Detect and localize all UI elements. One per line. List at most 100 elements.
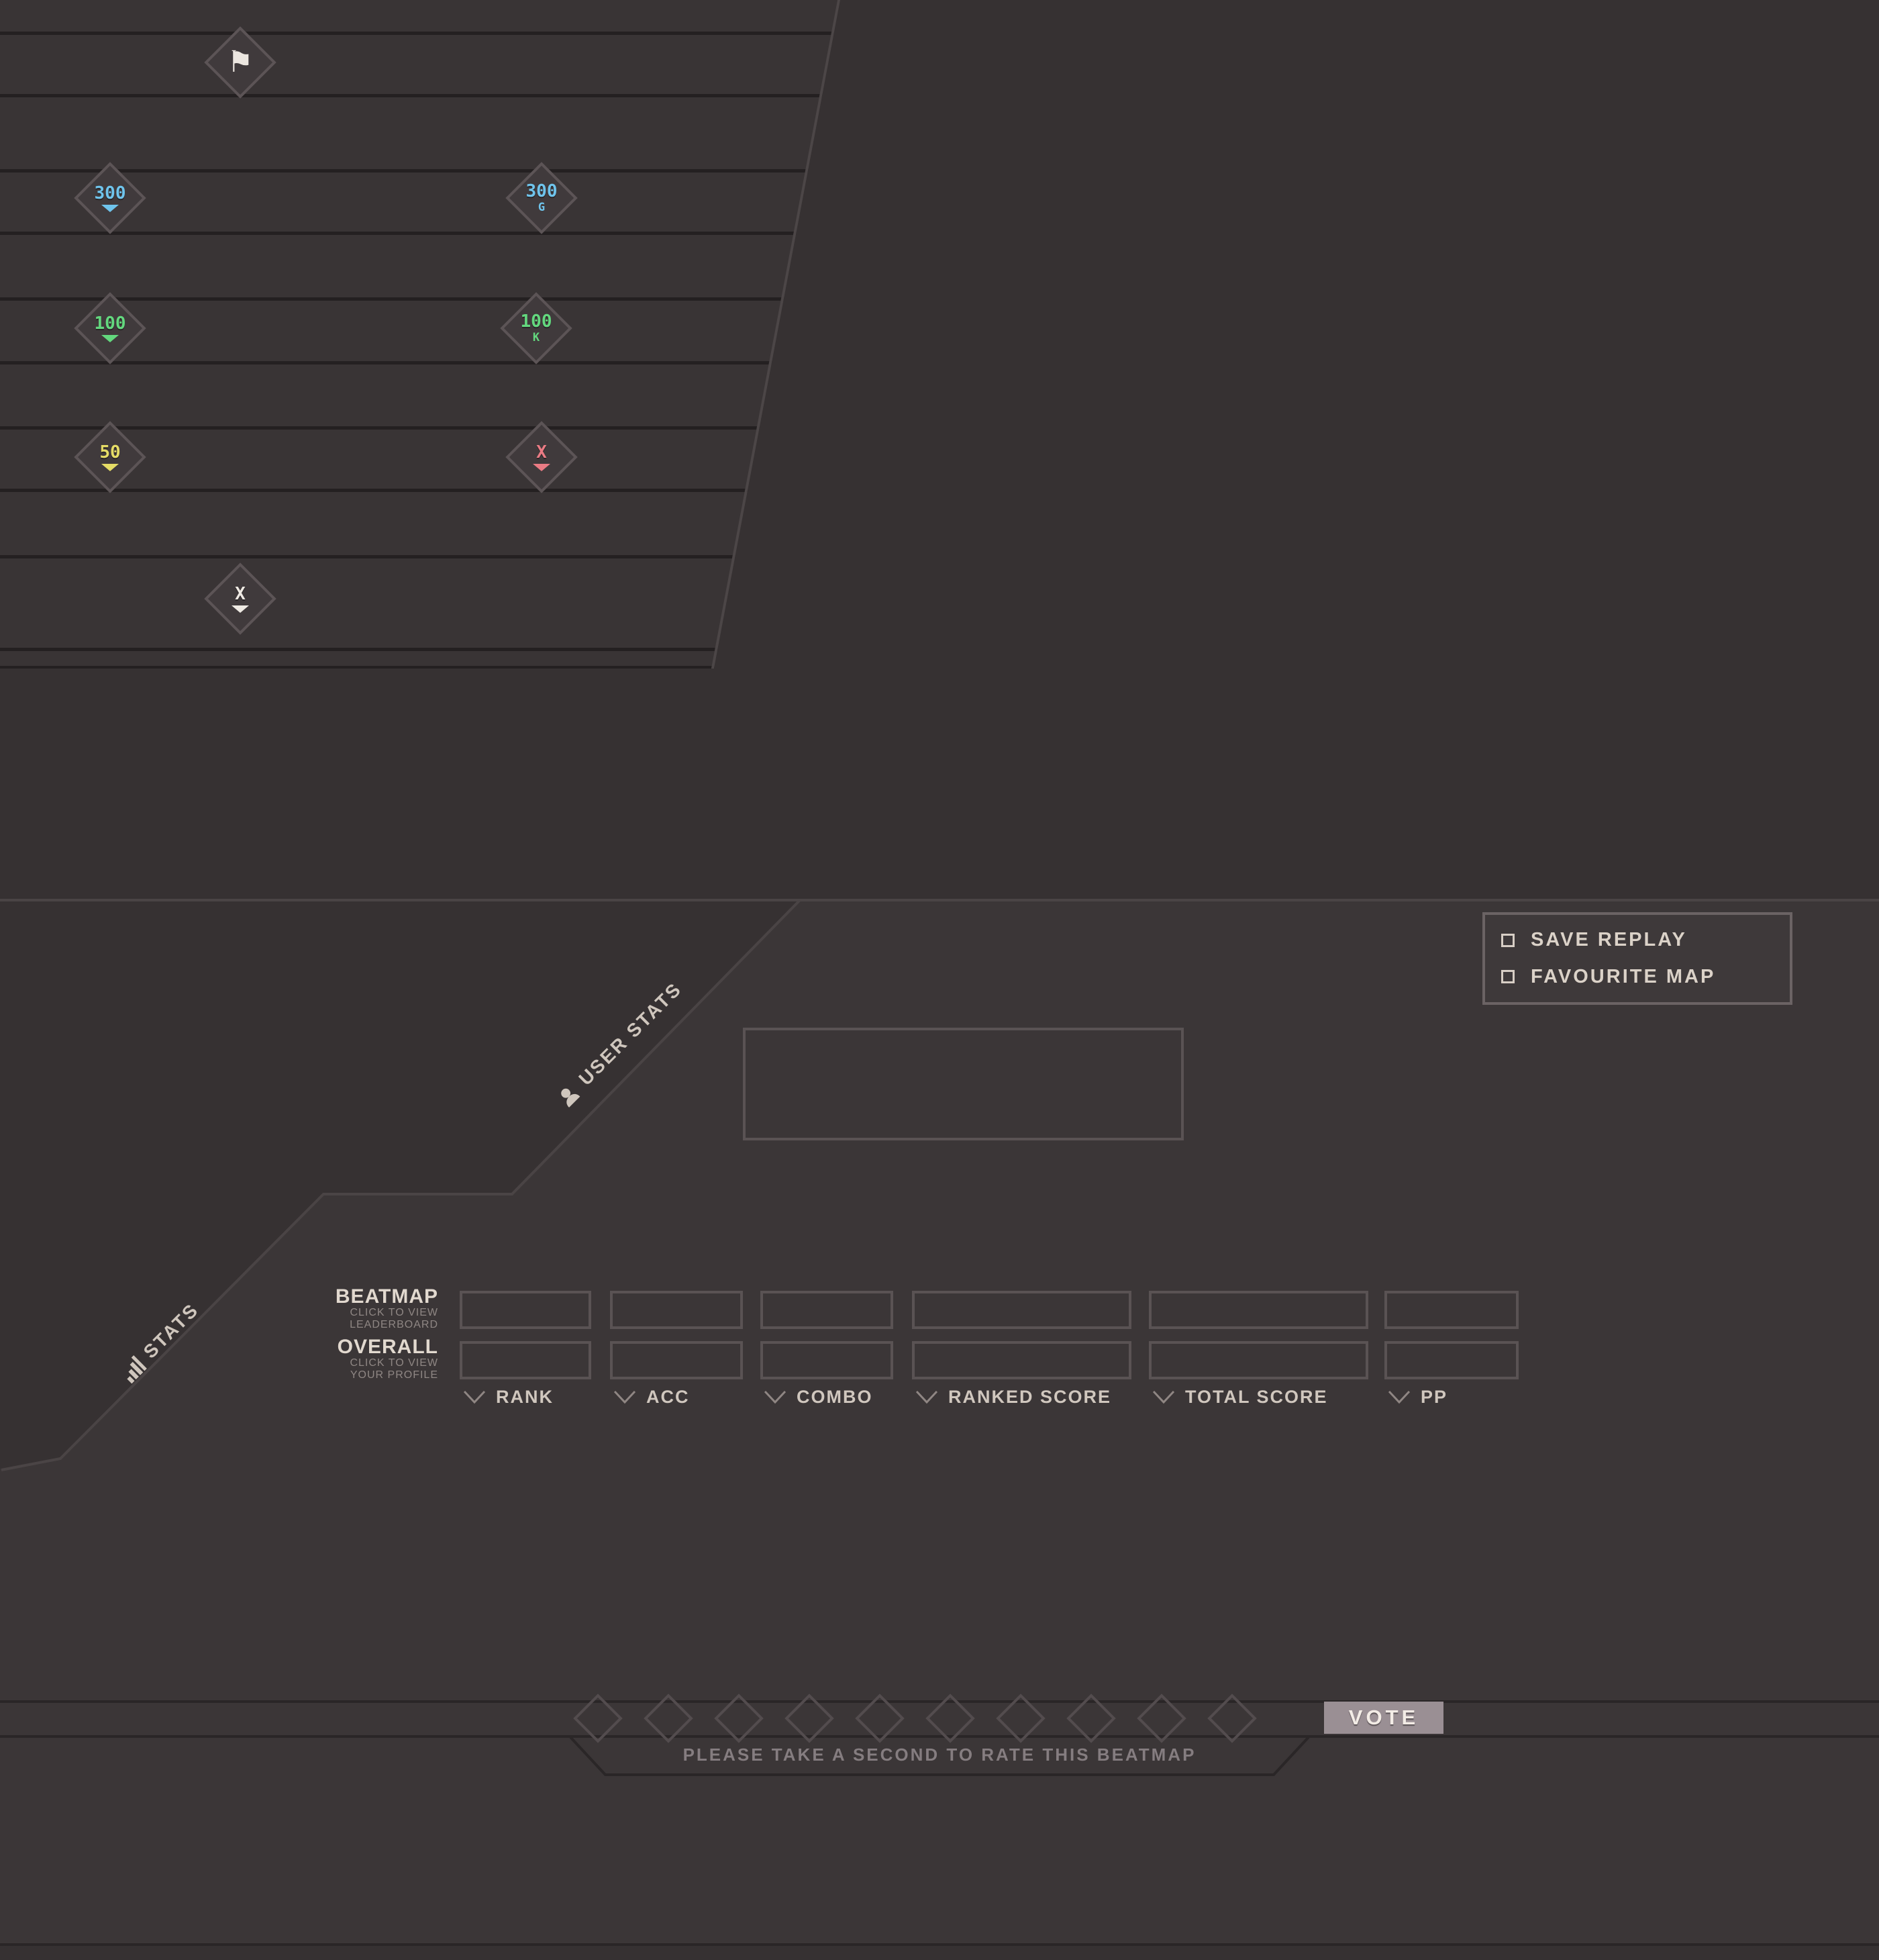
- row-divider: [0, 94, 840, 97]
- row-divider: [0, 648, 840, 651]
- column-header-acc[interactable]: ACC: [610, 1383, 743, 1410]
- stat-box: [912, 1291, 1131, 1329]
- replay-actions-box: SAVE REPLAY FAVOURITE MAP: [1482, 912, 1792, 1005]
- panel-bottom-strip: [0, 1946, 1879, 1960]
- row-divider: [0, 666, 840, 669]
- geki-label: 300: [525, 181, 558, 201]
- combo-x-label: X: [235, 583, 246, 604]
- hit100-label: 100: [94, 313, 126, 334]
- rating-diamond[interactable]: [925, 1694, 975, 1743]
- hit50-triangle: [101, 463, 119, 471]
- katu-sub-label: K: [532, 331, 540, 344]
- katu-icon: 100 K: [500, 292, 572, 364]
- row-divider: [0, 426, 840, 430]
- combo-x-icon: X: [204, 562, 276, 635]
- panel-slant-edge: [711, 0, 840, 669]
- column-label: TOTAL SCORE: [1185, 1386, 1328, 1407]
- save-replay-checkbox-icon: [1501, 933, 1515, 947]
- hit300-triangle: [101, 204, 119, 212]
- row-divider: [0, 297, 840, 301]
- row-divider: [0, 32, 840, 35]
- stat-box: [610, 1291, 743, 1329]
- hit100-triangle: [101, 334, 119, 342]
- overall-title: OVERALL: [337, 1336, 438, 1358]
- save-replay-button[interactable]: SAVE REPLAY: [1485, 929, 1790, 951]
- stat-box: [760, 1291, 893, 1329]
- panel-bottom-border: [0, 1943, 1879, 1946]
- chevron-down-icon: [1388, 1390, 1411, 1404]
- detail-box: [743, 1028, 1184, 1140]
- stat-box: [460, 1341, 591, 1379]
- column-label: PP: [1421, 1386, 1448, 1407]
- stat-box: [1149, 1291, 1368, 1329]
- column-label: RANK: [496, 1386, 554, 1407]
- column-header-combo[interactable]: COMBO: [760, 1383, 893, 1410]
- row-divider: [0, 232, 840, 235]
- person-icon: [561, 1088, 580, 1108]
- panel-top-border: [0, 899, 1879, 901]
- flag-glyph: ⚑: [227, 46, 254, 79]
- flag-icon: ⚑: [204, 26, 276, 99]
- row-divider: [0, 169, 840, 173]
- miss-label: X: [536, 442, 547, 462]
- combo-x-triangle: [232, 605, 249, 613]
- user-stats-section-label: USER STATS: [554, 978, 686, 1110]
- rating-diamond[interactable]: [573, 1694, 623, 1743]
- save-replay-label: SAVE REPLAY: [1531, 929, 1687, 951]
- rating-diamond[interactable]: [1066, 1694, 1116, 1743]
- stat-box: [1384, 1291, 1519, 1329]
- geki-icon: 300 G: [505, 162, 578, 234]
- rating-diamond[interactable]: [714, 1694, 764, 1743]
- overall-sub-line1: CLICK TO VIEW: [350, 1357, 438, 1369]
- stat-box: [610, 1341, 743, 1379]
- beatmap-title: BEATMAP: [335, 1285, 438, 1308]
- miss-icon: X: [505, 421, 578, 493]
- geki-sub-label: G: [538, 201, 546, 214]
- rating-diamond[interactable]: [1137, 1694, 1186, 1743]
- vote-button[interactable]: VOTE: [1324, 1702, 1443, 1734]
- favourite-map-button[interactable]: FAVOURITE MAP: [1485, 966, 1790, 988]
- stat-box: [760, 1341, 893, 1379]
- hit100-icon: 100: [74, 292, 146, 364]
- hit300-label: 300: [94, 183, 126, 203]
- beatmap-row-label[interactable]: BEATMAP CLICK TO VIEW LEADERBOARD: [264, 1287, 438, 1331]
- stat-box: [1384, 1341, 1519, 1379]
- column-label: COMBO: [797, 1386, 873, 1407]
- stat-box: [912, 1341, 1131, 1379]
- chevron-down-icon: [764, 1390, 786, 1404]
- rating-diamond[interactable]: [855, 1694, 905, 1743]
- column-header-pp[interactable]: PP: [1384, 1383, 1519, 1410]
- row-divider: [0, 361, 840, 364]
- chevron-down-icon: [613, 1390, 636, 1404]
- rating-prompt: PLEASE TAKE A SECOND TO RATE THIS BEATMA…: [682, 1745, 1197, 1765]
- rating-diamond[interactable]: [644, 1694, 693, 1743]
- beatmap-sub-line1: CLICK TO VIEW: [350, 1307, 438, 1318]
- column-header-ranked-score[interactable]: RANKED SCORE: [912, 1383, 1131, 1410]
- chevron-down-icon: [1152, 1390, 1175, 1404]
- hit50-icon: 50: [74, 421, 146, 493]
- chevron-down-icon: [463, 1390, 486, 1404]
- overall-sub-line2: YOUR PROFILE: [350, 1369, 438, 1381]
- column-label: ACC: [646, 1386, 690, 1407]
- chevron-down-icon: [915, 1390, 938, 1404]
- stats-section-label: STATS: [117, 1299, 203, 1385]
- column-header-rank[interactable]: RANK: [460, 1383, 591, 1410]
- rating-band-top-border: [0, 1700, 1879, 1703]
- bar-chart-icon: [127, 1355, 147, 1384]
- rating-diamond[interactable]: [784, 1694, 834, 1743]
- overall-row-label[interactable]: OVERALL CLICK TO VIEW YOUR PROFILE: [264, 1337, 438, 1381]
- column-header-total-score[interactable]: TOTAL SCORE: [1149, 1383, 1368, 1410]
- hit300-icon: 300: [74, 162, 146, 234]
- stat-box: [460, 1291, 591, 1329]
- rating-diamond[interactable]: [1207, 1694, 1257, 1743]
- row-divider: [0, 555, 840, 558]
- katu-label: 100: [520, 311, 552, 332]
- rating-diamond[interactable]: [996, 1694, 1046, 1743]
- row-divider: [0, 489, 840, 492]
- rating-diamonds: [573, 1694, 1257, 1743]
- favourite-map-checkbox-icon: [1501, 970, 1515, 984]
- miss-triangle: [533, 463, 550, 471]
- stat-box: [1149, 1341, 1368, 1379]
- stats-panel: SAVE REPLAY FAVOURITE MAP USER STATS STA…: [0, 899, 1879, 1960]
